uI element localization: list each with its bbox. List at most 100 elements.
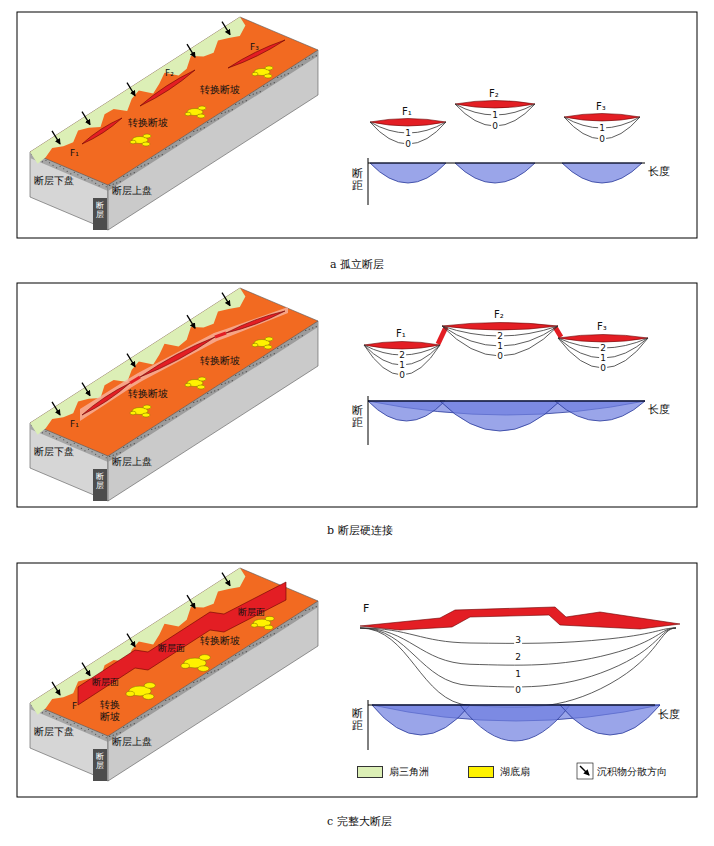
speckle xyxy=(281,627,282,628)
speckle xyxy=(74,723,75,724)
fault-trace xyxy=(558,335,648,343)
speckle xyxy=(81,177,82,178)
speckle xyxy=(88,449,89,450)
speckle xyxy=(60,437,61,438)
sublacustrine-fan xyxy=(130,405,151,417)
panel-frame xyxy=(17,283,697,507)
speckle xyxy=(263,86,264,87)
block-diagram xyxy=(30,17,318,230)
legend-label: 扇三角洲 xyxy=(389,766,429,778)
dispersal-arrow xyxy=(52,682,60,695)
fault-trace xyxy=(228,40,285,68)
map-label: 断层上盘 xyxy=(112,456,152,468)
speckle xyxy=(141,166,142,167)
speckle xyxy=(99,456,100,457)
speckle xyxy=(45,160,46,161)
dispersal-arrow xyxy=(52,131,60,144)
axis-line xyxy=(368,700,369,750)
speckle xyxy=(81,448,82,449)
map-label: 断层上盘 xyxy=(112,736,152,748)
speckle xyxy=(116,733,117,734)
speckle xyxy=(190,407,191,408)
speckle xyxy=(225,383,226,384)
speckle xyxy=(99,185,100,186)
speckle xyxy=(176,145,177,146)
sublacustrine-fan xyxy=(130,134,151,146)
speckle xyxy=(298,616,299,617)
speckle xyxy=(88,178,89,179)
speckle xyxy=(218,118,219,119)
map-label: 转换断坡 xyxy=(200,355,240,367)
speckle xyxy=(242,372,243,373)
speckle xyxy=(158,155,159,156)
dispersal-arrow xyxy=(82,663,90,676)
speckle xyxy=(123,447,124,448)
speckle xyxy=(190,687,191,688)
fan-lobe xyxy=(252,72,258,76)
dispersal-arrow xyxy=(187,315,195,328)
contour-number: 2 xyxy=(514,653,522,662)
map-label: F₁ xyxy=(70,148,79,158)
vertical-label: 断距 xyxy=(352,405,363,429)
speckle xyxy=(232,660,233,661)
speckle xyxy=(91,451,92,452)
speckle xyxy=(120,181,121,182)
contour-number: 0 xyxy=(598,135,606,144)
speckle xyxy=(298,336,299,337)
speckle xyxy=(242,652,243,653)
speckle xyxy=(214,670,215,671)
speckle xyxy=(291,68,292,69)
sublacustrine-fan xyxy=(181,655,210,672)
speckle xyxy=(186,408,187,409)
speckle xyxy=(214,390,215,391)
throw-profile xyxy=(562,163,642,183)
speckle xyxy=(88,729,89,730)
speckle xyxy=(288,344,289,345)
speckle xyxy=(123,176,124,177)
dispersal-arrow xyxy=(222,293,230,306)
sublacustrine-fan xyxy=(252,66,273,78)
legend-swatch xyxy=(468,766,494,778)
top-surface xyxy=(30,288,318,456)
speckle xyxy=(288,624,289,625)
speckle xyxy=(197,401,198,402)
fault-notch xyxy=(93,469,107,501)
speckle xyxy=(253,645,254,646)
fan-lobe xyxy=(130,140,136,144)
speckle xyxy=(316,55,317,56)
fault-trace xyxy=(226,311,285,333)
speckle xyxy=(102,735,103,736)
throw-profile xyxy=(440,401,560,431)
contour-number: 0 xyxy=(496,352,504,361)
contour-number: 0 xyxy=(599,364,607,373)
speckle xyxy=(165,149,166,150)
speckle xyxy=(260,362,261,363)
speckle xyxy=(186,137,187,138)
speckle xyxy=(305,610,306,611)
speckle xyxy=(95,454,96,455)
speckle xyxy=(109,185,110,186)
fan-lobe xyxy=(264,345,272,349)
legend-arrow xyxy=(580,766,589,775)
fault-trace xyxy=(82,383,130,415)
speckle xyxy=(74,443,75,444)
axis-line xyxy=(368,158,369,205)
speckle xyxy=(70,173,71,174)
speckle xyxy=(312,607,313,608)
speckle xyxy=(277,628,278,629)
block-diagram xyxy=(30,568,318,781)
dispersal-arrow xyxy=(127,634,135,647)
contour-number: 2 xyxy=(599,344,607,353)
fault-trace xyxy=(360,607,680,630)
speckle xyxy=(291,619,292,620)
speckle xyxy=(165,420,166,421)
vertical-label: 断层 xyxy=(96,753,104,771)
speckle xyxy=(95,183,96,184)
sublacustrine-fan xyxy=(252,337,273,349)
contour-number: 1 xyxy=(491,111,499,120)
speckle xyxy=(204,678,205,679)
speckle xyxy=(49,713,50,714)
speckle xyxy=(267,356,268,357)
speckle xyxy=(172,146,173,147)
speckle xyxy=(148,434,149,435)
